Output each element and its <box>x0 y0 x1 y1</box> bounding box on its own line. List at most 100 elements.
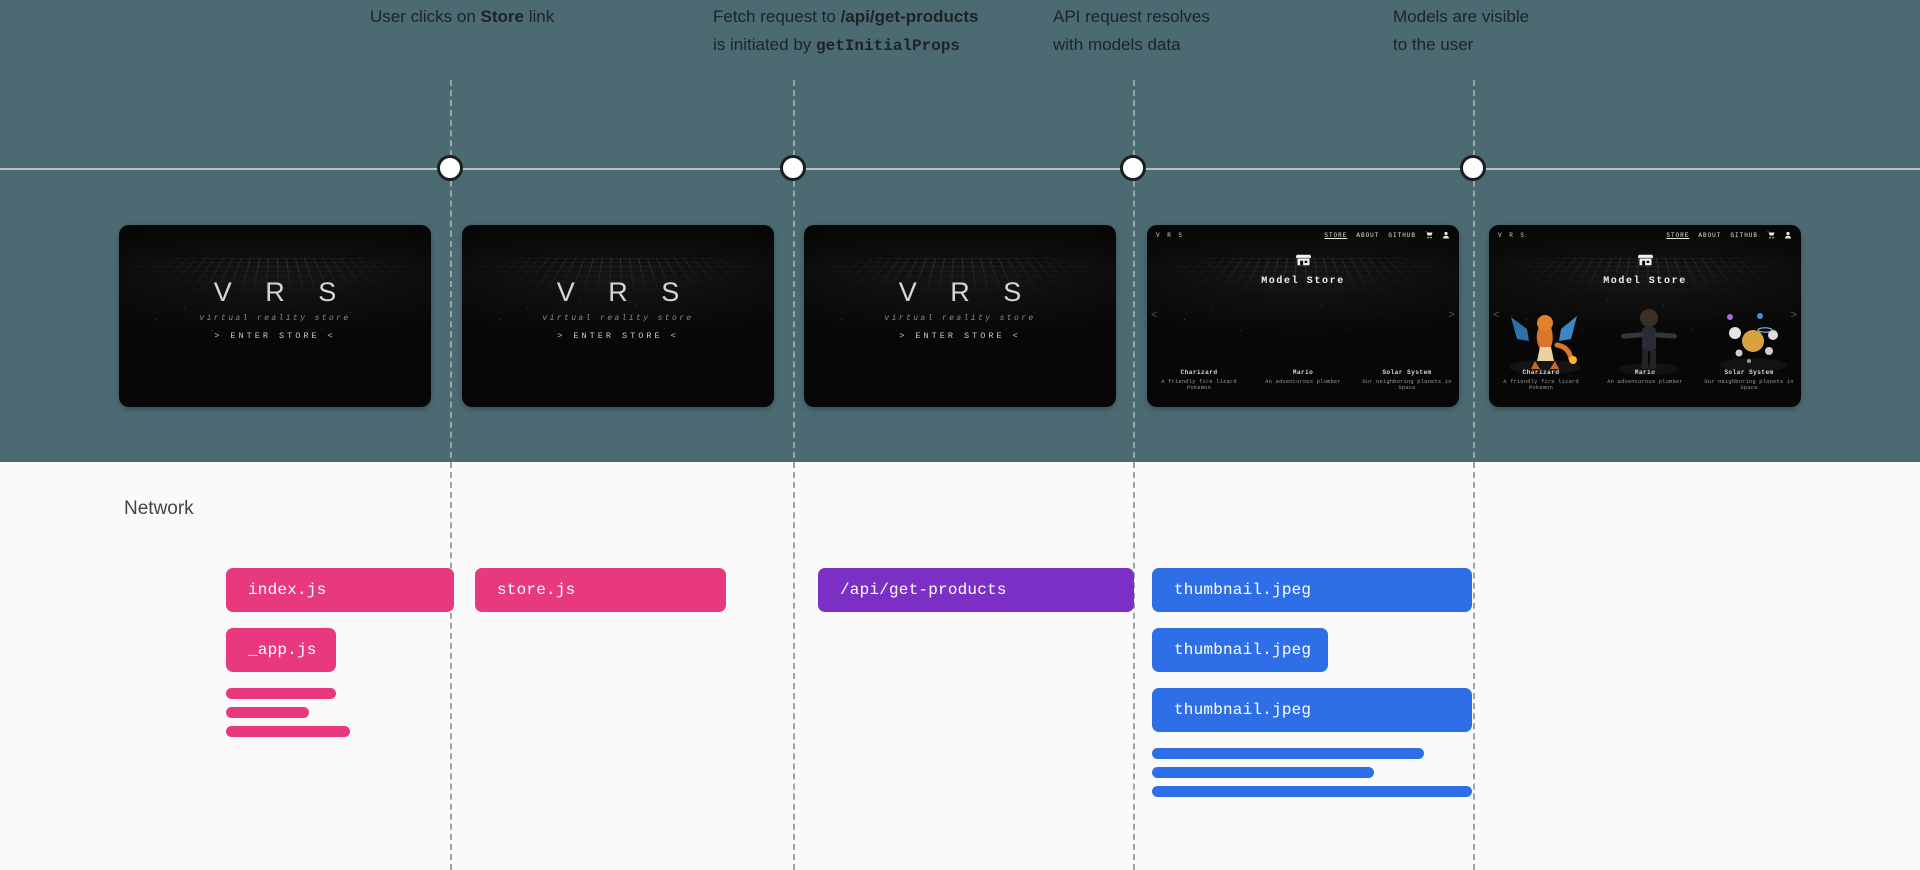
req-store-js[interactable]: store.js <box>475 568 726 612</box>
req-api-products[interactable]: /api/get-products <box>818 568 1134 612</box>
nav-link-github[interactable]: GITHUB <box>1388 231 1416 239</box>
guide-line-1 <box>450 80 452 870</box>
nav-link-about[interactable]: ABOUT <box>1698 231 1722 239</box>
store-nav-links: STORE ABOUT GITHUB <box>1666 231 1792 239</box>
step-models-visible-line-2: to the user <box>1393 31 1529 59</box>
card-landing-3[interactable]: V R S virtual reality store > ENTER STOR… <box>804 225 1116 407</box>
landing-subtitle: virtual reality store <box>199 314 351 323</box>
guide-line-2 <box>793 80 795 870</box>
starfield-backdrop <box>804 225 1116 407</box>
nav-link-store[interactable]: STORE <box>1324 231 1348 239</box>
req-thumb-1[interactable]: thumbnail.jpeg <box>1152 568 1472 612</box>
step-api-resolves-seg-2-1: with models data <box>1053 35 1181 54</box>
landing-hero: V R S virtual reality store > ENTER STOR… <box>119 277 431 341</box>
enter-store-link[interactable]: > ENTER STORE < <box>899 331 1021 341</box>
card-landing-2[interactable]: V R S virtual reality store > ENTER STOR… <box>462 225 774 407</box>
nav-link-about[interactable]: ABOUT <box>1356 231 1380 239</box>
landing-title: V R S <box>556 277 693 307</box>
timeline-axis <box>0 168 1920 170</box>
product-desc-2: An adventurous plumber <box>1607 379 1683 385</box>
product-list: Charizard A friendly fire lizard Pokemon… <box>1489 369 1801 391</box>
store-header: Model Store <box>1489 253 1801 287</box>
stub-pink-1 <box>226 688 336 699</box>
product-card-2[interactable]: Mario An adventurous plumber <box>1251 369 1355 391</box>
landing-subtitle: virtual reality store <box>542 314 694 323</box>
stub-pink-3 <box>226 726 350 737</box>
card-store-empty[interactable]: V R S STORE ABOUT GITHUB Model Store < > Char… <box>1147 225 1459 407</box>
timeline-dot-4[interactable] <box>1460 155 1486 181</box>
store-nav-links: STORE ABOUT GITHUB <box>1324 231 1450 239</box>
product-name-2: Mario <box>1292 369 1314 376</box>
store-heading: Model Store <box>1261 276 1345 287</box>
step-click-store-line-1: User clicks on Store link <box>370 3 554 31</box>
step-click-store-seg-1-2: Store <box>480 7 524 26</box>
timeline-dot-1[interactable] <box>437 155 463 181</box>
cart-icon[interactable] <box>1425 231 1433 239</box>
product-card-3[interactable]: Solar System Our neighboring planets in … <box>1697 369 1801 391</box>
step-models-visible-seg-1-1: Models are visible <box>1393 7 1530 26</box>
timeline-dot-2[interactable] <box>780 155 806 181</box>
enter-store-link[interactable]: > ENTER STORE < <box>557 331 679 341</box>
starfield-backdrop <box>462 225 774 407</box>
cart-icon[interactable] <box>1767 231 1775 239</box>
nav-link-github[interactable]: GITHUB <box>1730 231 1758 239</box>
nav-link-store[interactable]: STORE <box>1666 231 1690 239</box>
landing-hero: V R S virtual reality store > ENTER STOR… <box>804 277 1116 341</box>
network-section-label: Network <box>124 498 194 519</box>
store-brand[interactable]: V R S <box>1156 231 1185 239</box>
product-list: Charizard A friendly fire lizard Pokemon… <box>1147 369 1459 391</box>
product-desc-3: Our neighboring planets in Space <box>1362 379 1452 391</box>
guide-line-3 <box>1133 80 1135 870</box>
product-name-1: Charizard <box>1522 369 1560 376</box>
store-brand[interactable]: V R S <box>1498 231 1527 239</box>
card-store-models[interactable]: V R S STORE ABOUT GITHUB Model Store < > <box>1489 225 1801 407</box>
store-navbar: V R S STORE ABOUT GITHUB <box>1147 225 1459 245</box>
stub-blue-3 <box>1152 786 1472 797</box>
product-card-2[interactable]: Mario An adventurous plumber <box>1593 369 1697 391</box>
product-name-1: Charizard <box>1180 369 1218 376</box>
carousel-prev-arrow[interactable]: < <box>1151 310 1158 322</box>
step-models-visible: Models are visible to the user <box>1393 3 1529 59</box>
product-name-3: Solar System <box>1382 369 1432 376</box>
enter-store-link[interactable]: > ENTER STORE < <box>214 331 336 341</box>
product-card-1[interactable]: Charizard A friendly fire lizard Pokemon <box>1147 369 1251 391</box>
req-thumb-3[interactable]: thumbnail.jpeg <box>1152 688 1472 732</box>
product-card-3[interactable]: Solar System Our neighboring planets in … <box>1355 369 1459 391</box>
store-navbar: V R S STORE ABOUT GITHUB <box>1489 225 1801 245</box>
req-thumb-2[interactable]: thumbnail.jpeg <box>1152 628 1328 672</box>
product-name-3: Solar System <box>1724 369 1774 376</box>
step-fetch-request-seg-2-1: is initiated by <box>713 35 816 54</box>
carousel-next-arrow[interactable]: > <box>1790 310 1797 322</box>
user-icon[interactable] <box>1784 231 1792 239</box>
shop-icon <box>1295 254 1311 266</box>
starfield-backdrop <box>119 225 431 407</box>
step-api-resolves: API request resolves with models data <box>1053 3 1210 59</box>
card-landing-1[interactable]: V R S virtual reality store > ENTER STOR… <box>119 225 431 407</box>
guide-line-4 <box>1473 80 1475 870</box>
step-fetch-request-seg-2-2: getInitialProps <box>816 37 961 55</box>
step-click-store-seg-1-1: User clicks on <box>370 7 481 26</box>
shop-icon <box>1637 254 1653 266</box>
product-name-2: Mario <box>1634 369 1656 376</box>
step-fetch-request-line-2: is initiated by getInitialProps <box>713 31 978 60</box>
store-heading: Model Store <box>1603 276 1687 287</box>
stub-blue-2 <box>1152 767 1374 778</box>
product-desc-1: A friendly fire lizard Pokemon <box>1161 379 1237 391</box>
step-api-resolves-seg-1-1: API request resolves <box>1053 7 1210 26</box>
step-click-store-seg-1-3: link <box>524 7 555 26</box>
landing-title: V R S <box>898 277 1035 307</box>
req-app-js[interactable]: _app.js <box>226 628 336 672</box>
carousel-next-arrow[interactable]: > <box>1448 310 1455 322</box>
product-desc-3: Our neighboring planets in Space <box>1704 379 1794 391</box>
user-icon[interactable] <box>1442 231 1450 239</box>
carousel-prev-arrow[interactable]: < <box>1493 310 1500 322</box>
timeline-dot-3[interactable] <box>1120 155 1146 181</box>
step-models-visible-line-1: Models are visible <box>1393 3 1529 31</box>
stub-pink-2 <box>226 707 309 718</box>
req-index-js[interactable]: index.js <box>226 568 454 612</box>
product-card-1[interactable]: Charizard A friendly fire lizard Pokemon <box>1489 369 1593 391</box>
step-fetch-request-seg-1-2: /api/get-products <box>840 7 979 26</box>
step-fetch-request-line-1: Fetch request to /api/get-products <box>713 3 978 31</box>
